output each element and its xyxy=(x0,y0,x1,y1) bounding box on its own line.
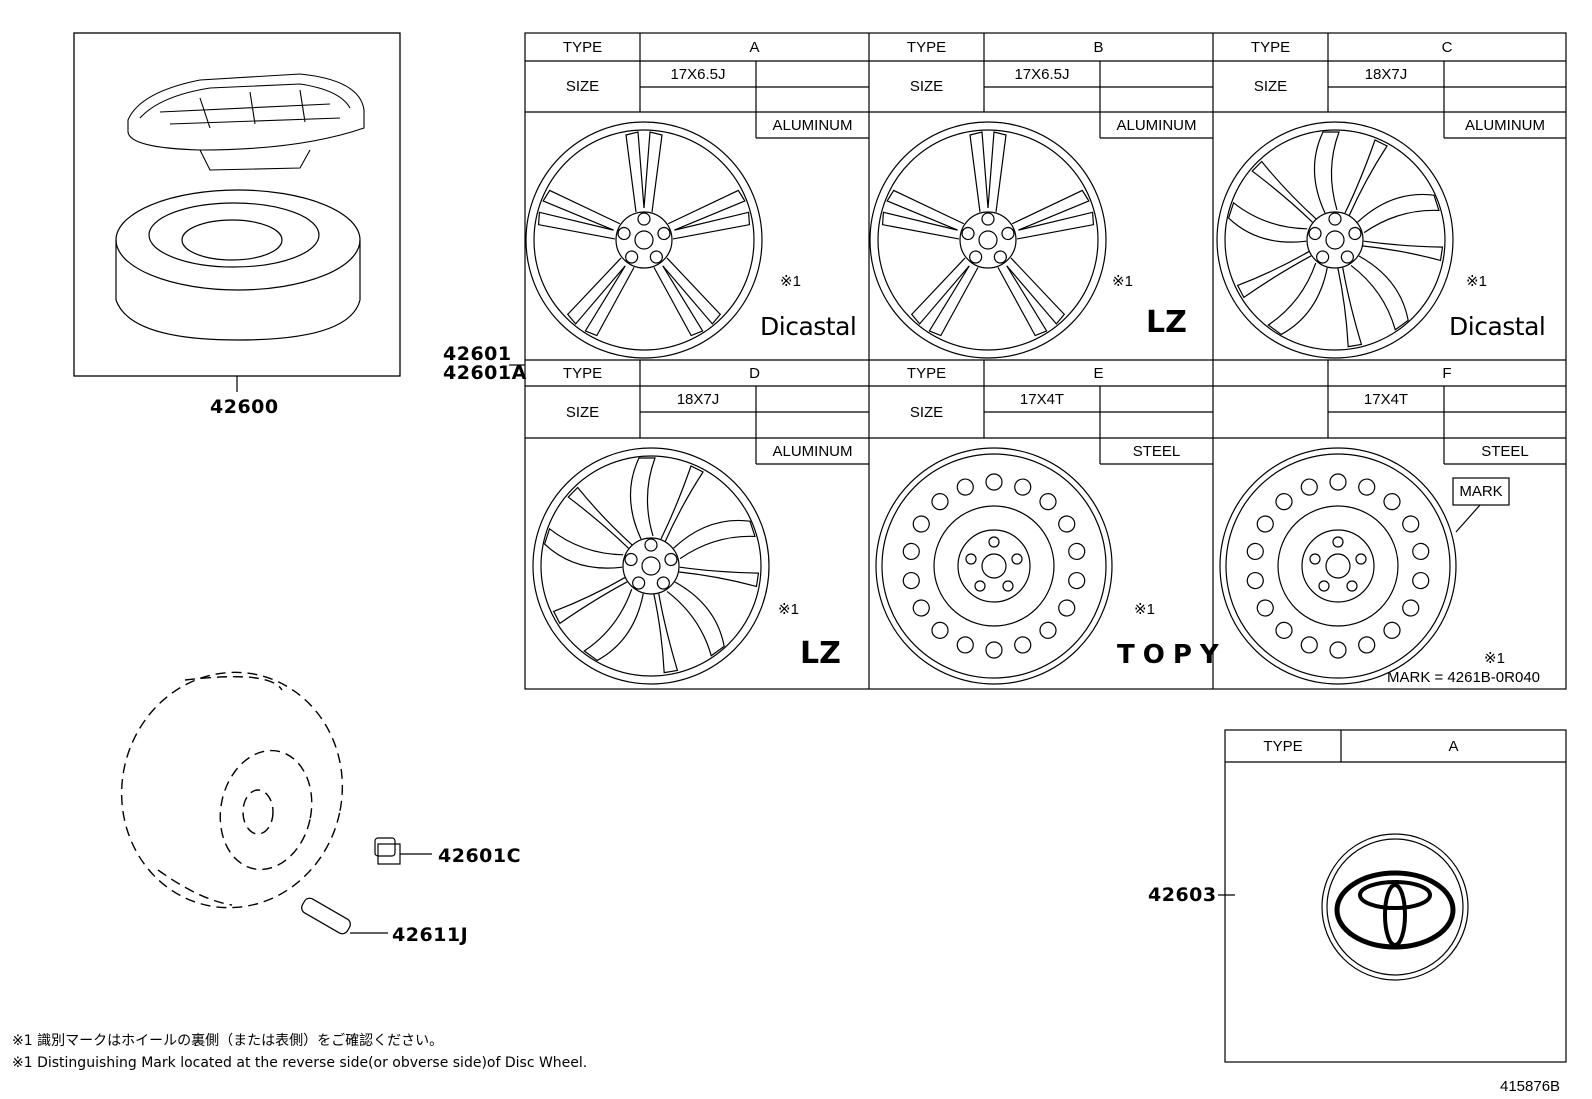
wheel-size-b: 17X6.5J xyxy=(1014,65,1070,83)
mark-code: MARK = 4261B-0R040 xyxy=(1387,669,1541,686)
wheel-material-f: STEEL xyxy=(1481,442,1529,460)
wheel-type-f: F xyxy=(1442,364,1452,382)
wheel-size-a: 17X6.5J xyxy=(670,65,726,83)
size-label-a: SIZE xyxy=(565,78,600,95)
mark-note-c: ※1 xyxy=(1466,273,1487,290)
diagram-id: 415876B xyxy=(1500,1078,1561,1095)
wheel-material-c: ALUMINUM xyxy=(1464,116,1545,134)
brand-logo-c: Dicastal xyxy=(1449,312,1546,341)
wheel-material-e: STEEL xyxy=(1132,442,1181,460)
type-label-b: TYPE xyxy=(906,38,947,56)
wheel-size-c: 18X7J xyxy=(1364,65,1408,83)
wheel-type-a: A xyxy=(749,38,760,56)
mark-note-a: ※1 xyxy=(780,273,801,290)
mark-note-f: ※1 xyxy=(1484,650,1505,667)
part-number-42603: 42603 xyxy=(1148,884,1217,906)
part-number-42600: 42600 xyxy=(210,396,279,418)
wheel-type-d: D xyxy=(749,364,760,382)
size-label-c: SIZE xyxy=(1253,78,1288,95)
mark-note-e: ※1 xyxy=(1134,601,1155,618)
wheel-size-d: 18X7J xyxy=(676,390,720,408)
size-label-e: SIZE xyxy=(909,403,944,421)
wheel-type-c: C xyxy=(1441,38,1453,56)
type-label-d: TYPE xyxy=(562,364,603,382)
brand-logo-e: TOPY xyxy=(1117,640,1227,670)
mark-callout-label: MARK xyxy=(1459,483,1503,500)
part-number-42601a: 42601A xyxy=(443,362,527,384)
wheel-material-a: ALUMINUM xyxy=(772,116,853,134)
wheel-size-e: 17X4T xyxy=(1019,390,1065,408)
ornament-type-value: A xyxy=(1448,737,1459,755)
wheel-type-e: E xyxy=(1093,364,1104,382)
type-label-c: TYPE xyxy=(1250,38,1291,56)
footnote-english: ※1 Distinguishing Mark located at the re… xyxy=(12,1055,588,1071)
mark-note-b: ※1 xyxy=(1112,273,1133,290)
type-label-e: TYPE xyxy=(906,364,947,382)
wheel-type-b: B xyxy=(1093,38,1104,56)
brand-logo-a: Dicastal xyxy=(760,312,857,341)
mark-note-d: ※1 xyxy=(778,601,799,618)
ornament-type-label: TYPE xyxy=(1263,737,1303,755)
size-label-d: SIZE xyxy=(565,403,600,421)
type-label-a: TYPE xyxy=(562,38,603,56)
size-label-b: SIZE xyxy=(909,78,944,95)
part-number-42601: 42601 xyxy=(443,343,512,365)
wheel-material-b: ALUMINUM xyxy=(1116,116,1197,134)
wheel-material-d: ALUMINUM xyxy=(772,442,853,460)
part-number-42601c: 42601C xyxy=(438,845,522,867)
footnote-japanese: ※1 識別マークはホイールの裏側（または表側）をご確認ください。 xyxy=(12,1033,444,1049)
brand-logo-d: LZ xyxy=(800,636,841,671)
wheel-size-f: 17X4T xyxy=(1363,390,1409,408)
part-number-42611j: 42611J xyxy=(392,924,469,946)
brand-logo-b: LZ xyxy=(1146,305,1187,340)
